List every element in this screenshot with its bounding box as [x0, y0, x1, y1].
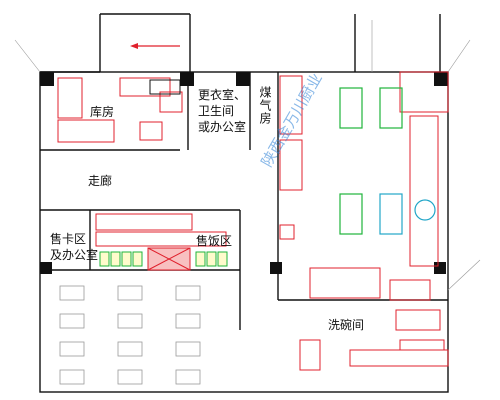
room-label-coal: 煤气房: [258, 86, 272, 125]
pillars: [40, 72, 448, 274]
room-label-storage: 库房: [90, 105, 115, 119]
storage-equipment: [57, 77, 183, 143]
room-label-ticket-2: 及办公室: [50, 248, 99, 262]
guide-lines: [14, 20, 481, 291]
serving-green-trays: [99, 251, 228, 267]
entry-arrow: [130, 43, 180, 49]
kitchen-equipment: [279, 71, 449, 301]
room-label-washing: 洗碗间: [328, 318, 365, 332]
room-label-changing-3: 或办公室: [198, 120, 247, 134]
room-label-serving: 售饭区: [196, 234, 233, 248]
dining-tables: [59, 285, 201, 385]
room-label-corridor: 走廊: [88, 174, 113, 188]
walls: [39, 13, 449, 393]
serving-equipment: [95, 213, 227, 271]
room-label-ticket-1: 售卡区: [50, 232, 87, 246]
kitchen-cyan-units: [379, 193, 436, 235]
washing-equipment: [299, 309, 449, 371]
room-label-changing-1: 更衣室、: [198, 88, 247, 102]
kitchen-green-units: [339, 87, 403, 235]
room-label-changing-2: 卫生间: [198, 104, 235, 118]
